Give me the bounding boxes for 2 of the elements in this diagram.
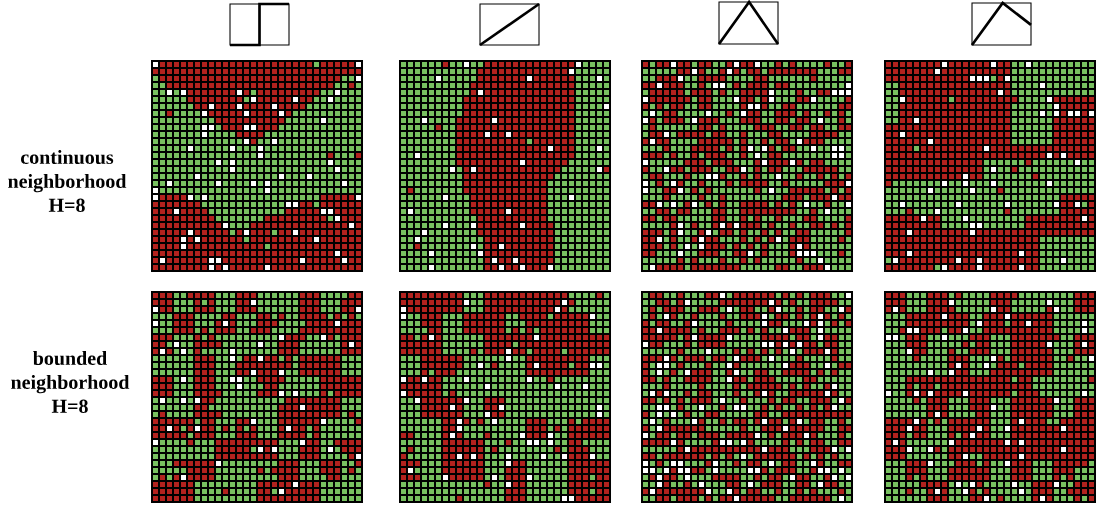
row-label: continuous neighborhood H=8 <box>8 150 127 213</box>
row-label: bounded neighborhood H=8 <box>11 351 130 414</box>
